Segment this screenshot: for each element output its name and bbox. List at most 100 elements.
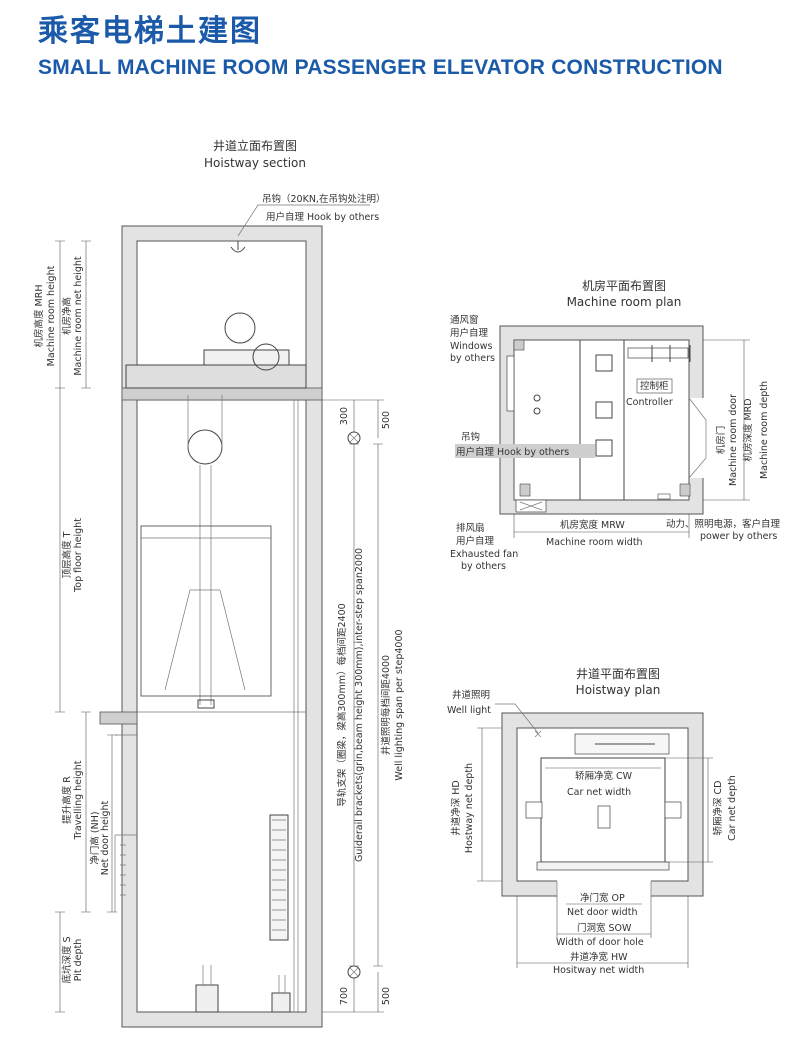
corner-pillar bbox=[513, 339, 525, 351]
page-title-cn: 乘客电梯土建图 bbox=[38, 14, 262, 49]
door-height-en: Net door height bbox=[100, 800, 111, 875]
mr-net-en: Machine room net height bbox=[73, 256, 84, 376]
windows-cn2: 用户自理 bbox=[450, 327, 489, 339]
car-sheave bbox=[187, 429, 223, 465]
elevator-car bbox=[140, 525, 272, 697]
section-title-cn: 井道立面布置图 bbox=[213, 138, 297, 153]
hd-en: Hostway net depth bbox=[464, 763, 475, 853]
machine-beam bbox=[125, 364, 307, 389]
windows-cn1: 通风窗 bbox=[450, 314, 479, 326]
sow-en: Width of door hole bbox=[556, 937, 644, 948]
cd-cn: 轿厢净深 CD bbox=[712, 781, 724, 836]
power-en: power by others bbox=[700, 531, 777, 542]
guiderail-en: Guiderail brackets(grin,beam height 300m… bbox=[354, 548, 365, 862]
top-floor-cn: 顶层高度 T bbox=[61, 531, 73, 578]
rail-right bbox=[664, 801, 682, 819]
controller-label-box bbox=[636, 378, 673, 394]
door-height-cn: 净门高 (NH) bbox=[89, 811, 101, 864]
dim-ticks-left bbox=[55, 240, 117, 1013]
hoistway-wall bbox=[121, 225, 323, 1028]
power-cn: 动力、照明电源，客户自理 bbox=[666, 518, 781, 530]
hook-icon bbox=[230, 241, 246, 253]
mr-door-opening bbox=[690, 398, 704, 478]
window-icon bbox=[506, 355, 515, 412]
top-floor-slab bbox=[99, 711, 138, 725]
guiderail-cn: 导轨支架（圈梁，梁高300mm）每档间距2400 bbox=[336, 603, 348, 806]
cd-en: Car net depth bbox=[727, 775, 738, 841]
windows-en1: Windows bbox=[450, 341, 492, 352]
mrw-cn: 机房宽度 MRW bbox=[560, 519, 625, 531]
cw-buffer bbox=[271, 992, 291, 1013]
hook-leader bbox=[237, 204, 370, 237]
mr-plan-title-en: Machine room plan bbox=[567, 295, 682, 309]
hook-band bbox=[455, 444, 595, 458]
mr-door-cn: 机房门 bbox=[715, 426, 727, 455]
corner-pillar-3 bbox=[679, 483, 691, 497]
hw-plan-title-en: Hoistway plan bbox=[576, 683, 661, 697]
power-socket bbox=[657, 493, 671, 500]
hoistway-plan: 井道平面布置图 Hoistway plan 井道照明 Well light 轿厢… bbox=[447, 667, 738, 976]
corner-pillar-2 bbox=[519, 483, 531, 497]
controller-en: Controller bbox=[626, 397, 673, 408]
fan-cn1: 排风扇 bbox=[456, 522, 485, 534]
mr-door-icon bbox=[688, 397, 707, 479]
dim-500-top: 500 bbox=[381, 411, 392, 429]
car-sill bbox=[536, 861, 670, 871]
hoistway-section: 井道立面布置图 Hoistway section bbox=[33, 138, 405, 1028]
op-en: Net door width bbox=[567, 907, 637, 918]
cd-ticks bbox=[665, 757, 713, 863]
controller-box-1 bbox=[595, 354, 613, 372]
fan-blades bbox=[519, 501, 543, 511]
outlet-icon-2 bbox=[533, 407, 541, 415]
machine-base bbox=[203, 349, 290, 366]
mr-hook-by-others: 用户自理 Hook by others bbox=[456, 446, 569, 458]
well-light-cross-bottom bbox=[349, 967, 359, 977]
hw-wall bbox=[501, 712, 704, 897]
light-leader bbox=[495, 703, 539, 734]
controller-cn: 控制柜 bbox=[640, 380, 669, 392]
dim-300: 300 bbox=[339, 407, 350, 425]
counterweight bbox=[269, 814, 289, 941]
cw-cn: 轿厢净宽 CW bbox=[575, 770, 633, 782]
hw-plan-title-cn: 井道平面布置图 bbox=[576, 667, 660, 681]
light-cn: 井道照明 bbox=[452, 689, 490, 701]
car-bottom-fixture bbox=[197, 699, 215, 709]
machine-room-plan: 机房平面布置图 Machine room plan 通风窗 用户自理 Wi bbox=[450, 278, 781, 572]
rail-left bbox=[525, 801, 543, 819]
car-sling bbox=[164, 589, 246, 691]
car-centre-fixture bbox=[597, 805, 611, 829]
mrh-cn: 机房高度 MRH bbox=[33, 285, 45, 348]
controller-box-2 bbox=[595, 401, 613, 419]
door-opening bbox=[557, 880, 651, 897]
door-frame-marks bbox=[120, 844, 126, 896]
sow-cn: 门洞宽 SOW bbox=[577, 922, 632, 934]
dim-ticks-right bbox=[322, 399, 384, 1013]
outlet-icon-1 bbox=[533, 394, 541, 402]
dim-700: 700 bbox=[339, 987, 350, 1005]
hw-en: Hositway net width bbox=[553, 965, 644, 976]
sow-ticks bbox=[556, 896, 652, 938]
counterweight-blocks bbox=[272, 819, 286, 931]
mrw-ticks bbox=[513, 514, 690, 538]
section-hook-by-others: 用户自理 Hook by others bbox=[266, 211, 379, 223]
fan-cn2: 用户自理 bbox=[456, 535, 495, 547]
mr-net-cn: 机房净高 bbox=[61, 297, 73, 335]
cw-en: Car net width bbox=[567, 787, 631, 798]
lighting-en: Well lighting span per step4000 bbox=[394, 629, 405, 780]
mrd-ticks bbox=[703, 339, 750, 501]
travel-cn: 提升高度 R bbox=[61, 776, 73, 824]
controller-box-3 bbox=[595, 439, 613, 457]
hw-light-icon bbox=[534, 730, 542, 738]
car-buffer bbox=[195, 984, 219, 1013]
traction-sheave bbox=[224, 312, 256, 344]
mrd-en: Machine room depth bbox=[759, 381, 770, 479]
mrh-en: Machine room height bbox=[46, 265, 57, 366]
deflector-sheave bbox=[252, 343, 280, 371]
door-jambs bbox=[556, 881, 652, 896]
mrw-en: Machine room width bbox=[546, 537, 643, 548]
page-title-en: SMALL MACHINE ROOM PASSENGER ELEVATOR CO… bbox=[38, 56, 723, 79]
mr-plan-title-cn: 机房平面布置图 bbox=[582, 278, 666, 293]
pit-en: Pit depth bbox=[73, 939, 84, 982]
hw-ticks bbox=[516, 896, 689, 968]
